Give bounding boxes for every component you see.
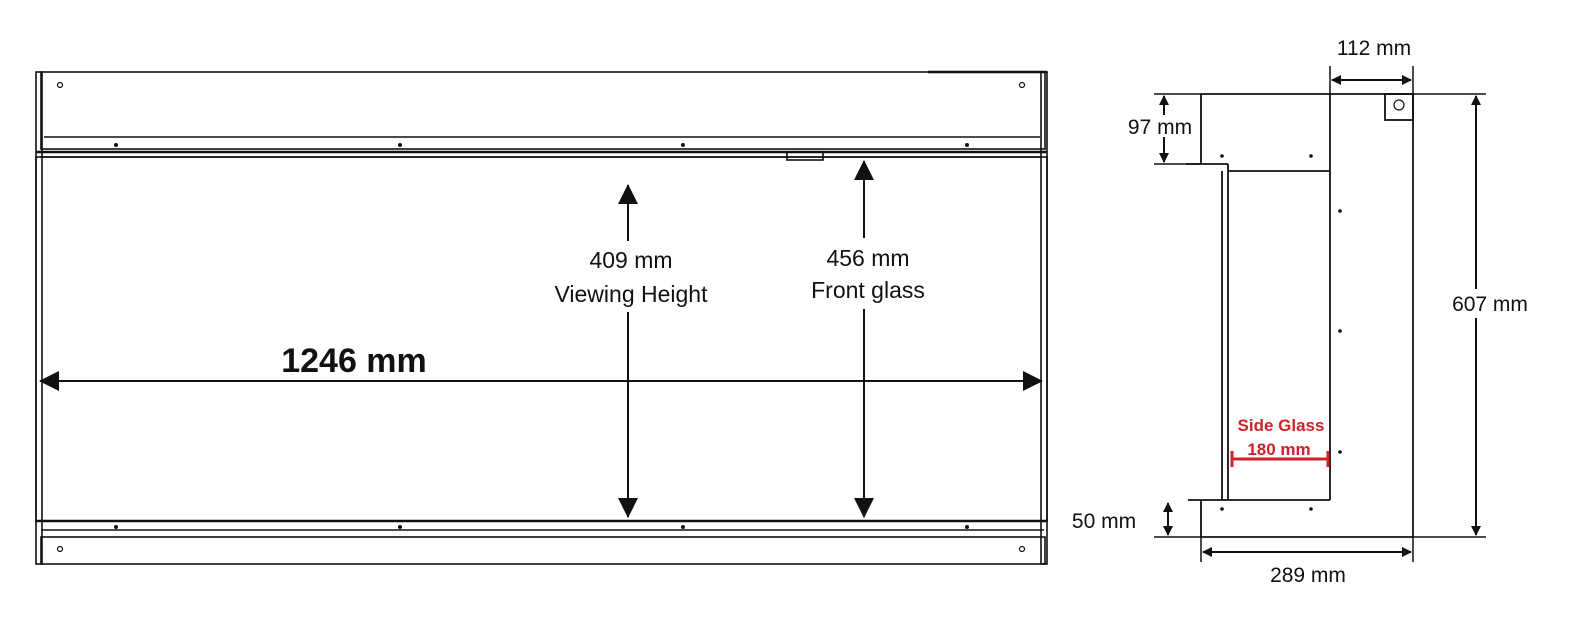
right-end-cap bbox=[1040, 71, 1048, 565]
bottom-base-panel bbox=[40, 536, 1046, 565]
front-glass-value: 456 mm bbox=[826, 245, 909, 271]
front-view-screws bbox=[56, 81, 1026, 553]
side-glass-dimension bbox=[1230, 451, 1330, 467]
bottom-height-label: 50 mm bbox=[1072, 510, 1136, 533]
top-depth-label: 112 mm bbox=[1337, 37, 1411, 60]
width-label: 1246 mm bbox=[281, 342, 427, 380]
side-glass-title: Side Glass bbox=[1238, 416, 1325, 435]
total-height-label: 607 mm bbox=[1452, 293, 1528, 316]
front-view bbox=[35, 70, 1048, 565]
side-view-screws bbox=[1220, 99, 1405, 511]
front-glass-caption: Front glass bbox=[811, 277, 925, 303]
mounting-bracket bbox=[1384, 93, 1414, 121]
top-header-panel bbox=[40, 71, 1046, 150]
front-glass-panel bbox=[35, 156, 1048, 522]
viewing-height-caption: Viewing Height bbox=[554, 281, 708, 307]
viewing-height-value: 409 mm bbox=[589, 247, 672, 273]
glass-clip bbox=[786, 151, 824, 161]
total-depth-label: 289 mm bbox=[1270, 564, 1346, 587]
side-view bbox=[1186, 93, 1414, 538]
top-height-label: 97 mm bbox=[1128, 116, 1192, 139]
side-glass-value: 180 mm bbox=[1247, 440, 1310, 459]
